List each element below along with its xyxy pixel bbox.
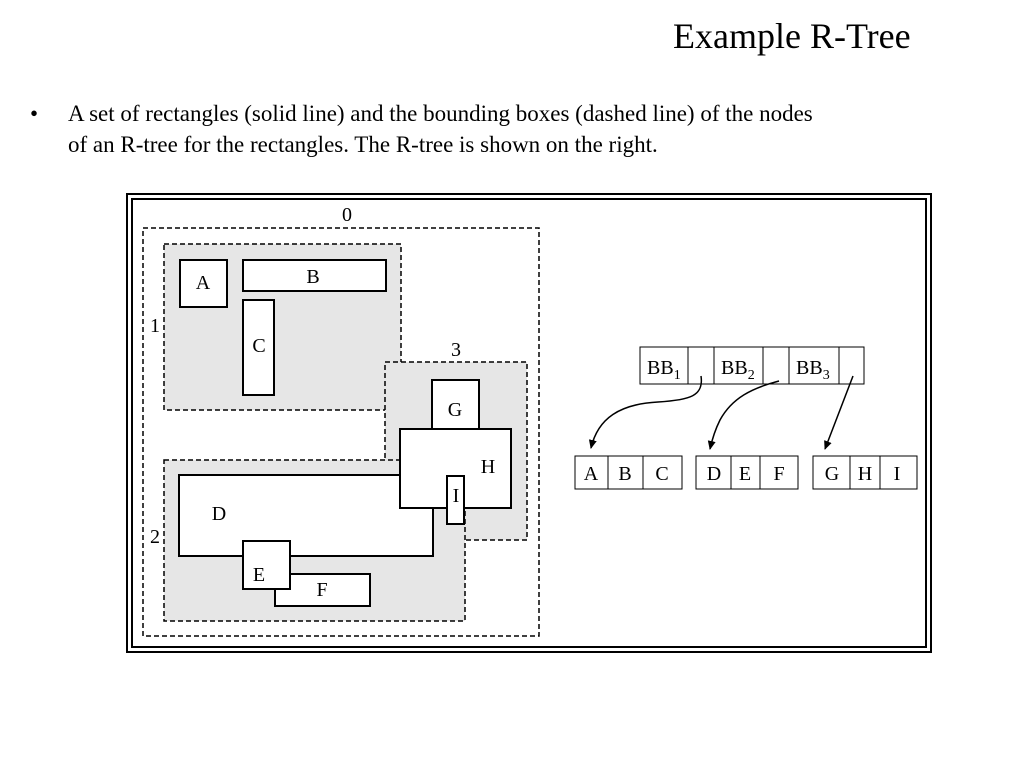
bbox-3-label: 3 <box>451 339 461 361</box>
leaf-entry: H <box>858 463 872 485</box>
root-node-box <box>639 346 865 385</box>
leaf-node-2: D E F <box>695 455 799 490</box>
pointer-arrow-1 <box>588 375 703 449</box>
leaf-node-1: A B C <box>574 455 683 490</box>
slide-title: Example R-Tree <box>673 16 911 56</box>
bullet-line-2: of an R-tree for the rectangles. The R-t… <box>68 132 658 157</box>
leaf-node-box <box>574 455 683 490</box>
leaf-entry: C <box>655 463 668 485</box>
rect-b <box>242 259 387 292</box>
bbox-0-label: 0 <box>342 204 352 226</box>
root-node: BB1 BB2 BB3 <box>639 346 865 385</box>
bullet-text: A set of rectangles (solid line) and the… <box>68 98 1008 160</box>
bullet-marker: • <box>30 101 39 126</box>
pointer-arrow-2 <box>707 380 780 450</box>
rect-i-label: I <box>453 485 460 507</box>
rect-e-label: E <box>253 564 265 586</box>
pointer-arrow-3 <box>824 375 854 450</box>
leaf-entry: A <box>584 463 599 485</box>
rect-h-label: H <box>481 456 495 478</box>
root-entry-bb1: BB1 <box>647 357 681 383</box>
bullet-line-1: A set of rectangles (solid line) and the… <box>68 101 813 126</box>
rect-a <box>179 259 228 308</box>
leaf-node-3: G H I <box>812 455 918 490</box>
leaf-entry: I <box>894 463 901 485</box>
leaf-node-box <box>695 455 799 490</box>
rect-f-label: F <box>316 579 327 601</box>
leaf-entry: F <box>773 463 784 485</box>
rect-d <box>178 474 434 557</box>
figure-frame <box>126 193 932 653</box>
rect-d-label: D <box>212 503 226 525</box>
rect-b-label: B <box>306 266 319 288</box>
leaf-node-box <box>812 455 918 490</box>
root-entry-bb2: BB2 <box>721 357 755 383</box>
rect-c-label: C <box>252 335 265 357</box>
root-entry-bb3: BB3 <box>796 357 830 383</box>
leaf-entry: G <box>825 463 839 485</box>
bbox-0 <box>142 227 540 637</box>
rect-a-label: A <box>196 272 211 294</box>
leaf-entry: D <box>707 463 721 485</box>
rect-g-label: G <box>448 399 462 421</box>
leaf-entry: B <box>618 463 631 485</box>
bbox-1-label: 1 <box>150 315 160 337</box>
leaf-entry: E <box>739 463 751 485</box>
bbox-2-label: 2 <box>150 526 160 548</box>
rect-e <box>242 540 291 590</box>
figure-frame-inner <box>131 198 927 648</box>
rect-i <box>446 475 465 525</box>
rect-c <box>242 299 275 396</box>
